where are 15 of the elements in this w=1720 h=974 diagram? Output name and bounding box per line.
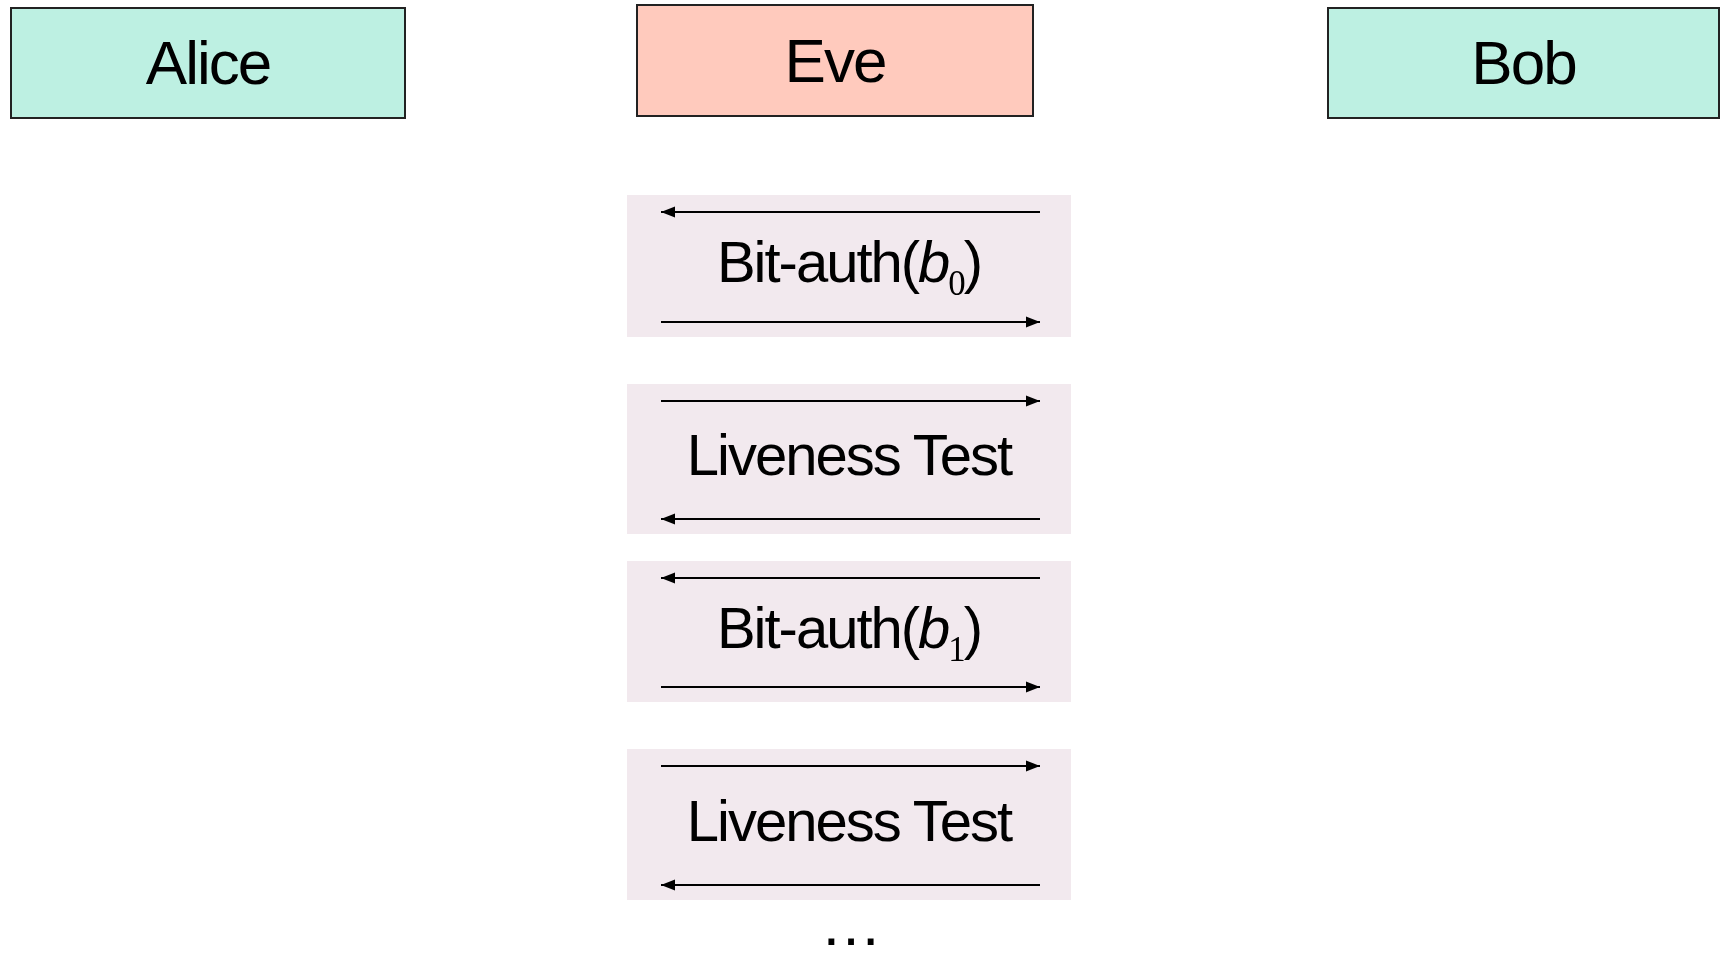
message-panel	[627, 749, 1071, 900]
message-label: Bit-auth(b$_{0}$)	[715, 233, 983, 302]
party-box	[10, 7, 406, 119]
party-name: Alice	[145, 32, 271, 94]
message-panel	[627, 195, 1071, 337]
message-label: Bit-auth(b$_{1}$)	[715, 598, 983, 667]
party-name: Bob	[1471, 32, 1576, 94]
ellipsis: …	[819, 893, 881, 955]
message-label: Liveness Test	[685, 791, 1013, 850]
message-label: Liveness Test	[685, 426, 1013, 484]
message-panel	[627, 384, 1071, 534]
message-panel	[627, 561, 1071, 702]
party-box	[1327, 7, 1720, 119]
party-name: Eve	[784, 29, 886, 92]
party-box	[636, 4, 1034, 117]
